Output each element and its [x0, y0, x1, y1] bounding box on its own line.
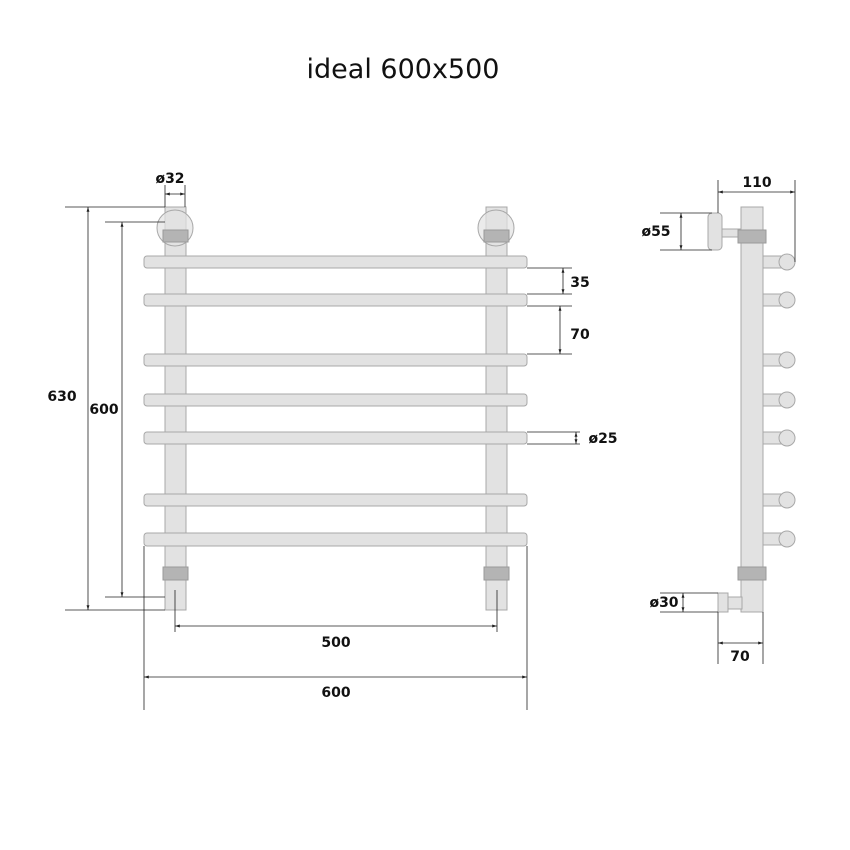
- left-top-band: [162, 229, 189, 243]
- diameter-symbol: ø: [649, 595, 659, 611]
- rail: [143, 255, 528, 269]
- right-top-band: [483, 229, 510, 243]
- svg-text:ø30: ø30: [649, 595, 678, 611]
- dim-post-diameter: ø32: [155, 171, 186, 207]
- dim-label: 600: [89, 402, 118, 418]
- rail: [143, 431, 528, 445]
- side-rail: [762, 391, 796, 409]
- dim-total-height: 630: [47, 206, 165, 611]
- bottom-outlet: [717, 592, 729, 613]
- dim-label: 32: [165, 171, 184, 187]
- dim-label: 30: [659, 595, 679, 611]
- dim-label: 35: [570, 275, 589, 291]
- left-bottom-band: [162, 566, 189, 581]
- dim-outlet-depth: 70: [717, 612, 764, 665]
- side-rail: [762, 429, 796, 447]
- rail: [143, 493, 528, 507]
- side-top-band: [737, 229, 767, 244]
- side-rail: [762, 491, 796, 509]
- side-bottom-band: [737, 566, 767, 581]
- dim-label: 70: [570, 327, 590, 343]
- dim-label: 70: [730, 649, 750, 665]
- dim-label: 110: [742, 175, 771, 191]
- side-rails: [762, 253, 796, 548]
- drawing-title: ideal 600x500: [307, 54, 500, 85]
- left-post: [164, 206, 187, 611]
- dim-rail-gap-small: 35: [527, 267, 590, 295]
- dim-rail-gap-large: 70: [527, 305, 590, 355]
- rail: [143, 293, 528, 307]
- side-rail: [762, 253, 796, 271]
- dim-label: 600: [321, 685, 350, 701]
- side-view: 110 ø55 ø30 70: [641, 175, 796, 665]
- dim-rail-diameter: ø25: [527, 431, 618, 447]
- dim-total-width: 600: [143, 546, 528, 710]
- right-bottom-band: [483, 566, 510, 581]
- side-rail: [762, 530, 796, 548]
- dim-outlet-diameter: ø30: [649, 592, 718, 613]
- rails: [143, 255, 528, 547]
- outlet-rod: [727, 596, 743, 610]
- svg-text:ø32: ø32: [155, 171, 184, 187]
- svg-text:ø25: ø25: [588, 431, 617, 447]
- side-post: [740, 206, 764, 613]
- front-view: 630 600 ø32 35 70: [47, 171, 618, 710]
- rail: [143, 353, 528, 367]
- dim-label: 630: [47, 389, 76, 405]
- svg-text:ø55: ø55: [641, 224, 670, 240]
- top-wall-mount: [707, 212, 723, 251]
- diameter-symbol: ø: [155, 171, 165, 187]
- dim-center-distance: 500: [174, 590, 498, 651]
- dim-label: 55: [651, 224, 670, 240]
- rail: [143, 532, 528, 547]
- dim-axis-height: 600: [89, 221, 165, 598]
- dim-mount-diameter: ø55: [641, 212, 712, 251]
- dim-depth: 110: [717, 175, 796, 262]
- side-rail: [762, 291, 796, 309]
- right-post: [485, 206, 508, 611]
- dim-label: 500: [321, 635, 350, 651]
- diameter-symbol: ø: [641, 224, 651, 240]
- diameter-symbol: ø: [588, 431, 598, 447]
- side-rail: [762, 351, 796, 369]
- rail: [143, 393, 528, 407]
- dim-label: 25: [598, 431, 617, 447]
